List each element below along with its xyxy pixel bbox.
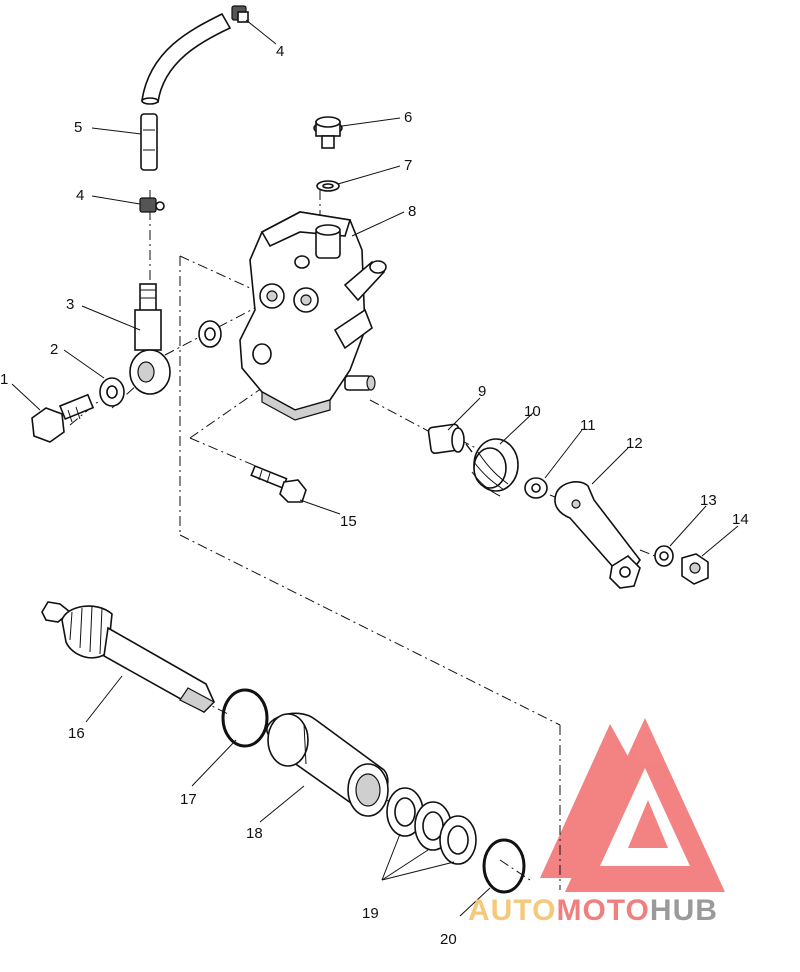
banjo-fitting-icon	[129, 283, 171, 395]
nut-icon	[681, 553, 709, 585]
callout-11: 11	[580, 417, 596, 434]
watermark-part-auto: AUTO	[468, 894, 556, 927]
callout-3: 3	[66, 296, 74, 313]
washer-11-icon	[524, 477, 548, 499]
callout-10: 10	[524, 403, 541, 420]
tube-icon	[140, 113, 158, 171]
return-spring-icon	[465, 438, 519, 497]
washer-13-icon	[654, 545, 674, 567]
o-ring-20-icon	[482, 838, 526, 894]
leader-lines	[11, 19, 739, 917]
callout-8: 8	[408, 203, 416, 220]
callout-6: 6	[404, 109, 412, 126]
control-lever-icon	[554, 481, 642, 589]
callout-9: 9	[478, 383, 486, 400]
collar-icon	[427, 423, 465, 455]
callout-4-lower: 4	[76, 187, 84, 204]
watermark-text: AUTOMOTOHUB	[468, 894, 718, 927]
watermark-part-hub: HUB	[650, 894, 718, 927]
callout-4-top: 4	[276, 43, 284, 60]
oil-hose-icon	[141, 12, 232, 105]
callout-17: 17	[180, 791, 197, 808]
callout-1: 1	[0, 371, 8, 388]
callout-7: 7	[404, 157, 412, 174]
clamp-lower-icon	[139, 197, 165, 213]
bushing-sleeve-icon	[266, 712, 389, 817]
washer-2-icon	[99, 377, 125, 407]
callout-labels: 1 2 3 4 4 5 6 7 8 9 10 11 12 13 14 15 16…	[0, 43, 749, 948]
washer-pump-inlet-icon	[198, 320, 222, 348]
callout-19: 19	[362, 905, 379, 922]
drive-shaft-icon	[41, 601, 215, 713]
callout-15: 15	[340, 513, 357, 530]
washer-7-icon	[316, 180, 340, 192]
clamp-top-icon	[231, 5, 249, 23]
bleed-screw-icon	[313, 116, 343, 149]
shim-washers-icon	[386, 787, 477, 865]
callout-13: 13	[700, 492, 717, 509]
callout-14: 14	[732, 511, 749, 528]
callout-5: 5	[74, 119, 82, 136]
callout-16: 16	[68, 725, 85, 742]
callout-20: 20	[440, 931, 457, 948]
callout-18: 18	[246, 825, 263, 842]
o-ring-17-icon	[221, 688, 269, 748]
banjo-bolt-icon	[31, 393, 95, 443]
watermark-logo-icon	[540, 718, 725, 892]
callout-12: 12	[626, 435, 643, 452]
watermark-part-moto: MOTO	[556, 894, 649, 927]
callout-2: 2	[50, 341, 58, 358]
oil-pump-body-icon	[239, 211, 387, 421]
mounting-screw-icon	[250, 464, 307, 503]
